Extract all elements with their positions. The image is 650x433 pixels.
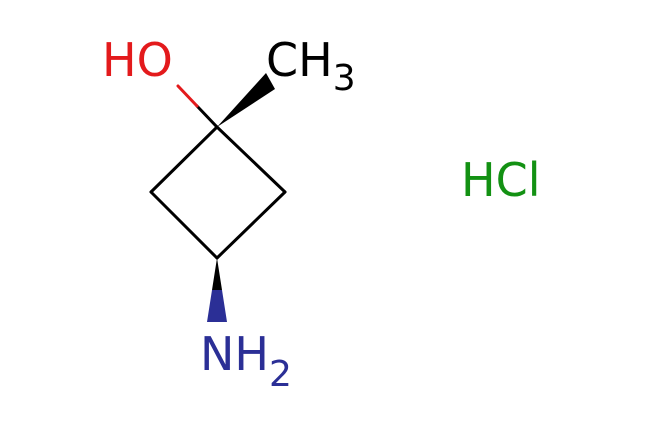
methyl-label: CH3 (266, 33, 356, 99)
amine-label-main: NH (200, 327, 269, 381)
amine-subscript: 2 (269, 354, 292, 395)
amine-wedge-bond-nitrogen-half (207, 290, 227, 322)
methyl-subscript: 3 (333, 58, 356, 99)
ring-bond-bottom-right (215, 190, 287, 260)
co-bond-carbon-half (195, 104, 219, 129)
amine-label: NH2 (200, 327, 292, 395)
ring-bond-bottom-left (149, 190, 219, 260)
ring-bond-top-right (215, 125, 287, 194)
counterion-label: HCl (461, 153, 541, 207)
hydroxyl-label: HO (102, 33, 173, 87)
methyl-wedge-bond (217, 73, 275, 127)
ring-bond-top-left (149, 125, 219, 194)
co-bond-oxygen-half (176, 84, 199, 108)
amine-wedge-bond-carbon-half (212, 258, 222, 290)
methyl-label-main: CH (266, 33, 333, 87)
